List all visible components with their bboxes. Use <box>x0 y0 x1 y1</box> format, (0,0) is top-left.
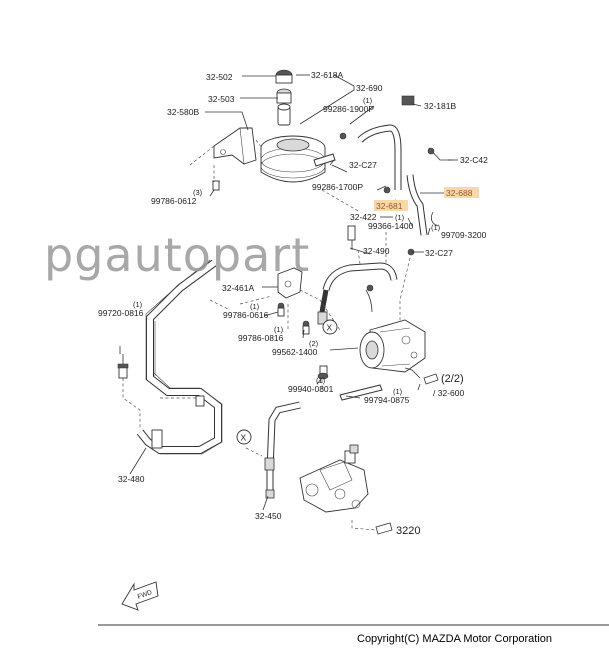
label-32-450[interactable]: 32-450 <box>255 511 282 521</box>
label-99562-1400[interactable]: 99562-1400 <box>272 347 318 357</box>
marker-x-lower: X <box>241 433 247 443</box>
part-labels: 32-502 32-618A 32-690 32-503 32-181B 32-… <box>98 70 488 537</box>
qty-99786-0612: (3) <box>193 188 203 197</box>
label-99366-1400[interactable]: 99366-1400 <box>368 221 414 231</box>
label-32-580B[interactable]: 32-580B <box>167 107 199 117</box>
label-99786-0816[interactable]: 99786-0816 <box>238 333 284 343</box>
label-32-C42[interactable]: 32-C42 <box>460 155 488 165</box>
label-32-502[interactable]: 32-502 <box>206 72 233 82</box>
fasteners <box>117 354 129 379</box>
label-32-C27-mid[interactable]: 32-C27 <box>425 248 453 258</box>
arrow-ref-icon <box>423 373 439 385</box>
qty-99709-3200: (1) <box>431 223 441 232</box>
watermark-text: pgautopart <box>44 228 310 282</box>
ref-3220[interactable]: 3220 <box>396 525 420 537</box>
label-99794-0875[interactable]: 99794-0875 <box>364 395 410 405</box>
label-32-480[interactable]: 32-480 <box>118 474 145 484</box>
label-32-618A[interactable]: 32-618A <box>311 70 343 80</box>
label-99286-1900[interactable]: 99286-1900P <box>323 104 374 114</box>
ref-32-600[interactable]: / 32-600 <box>433 388 464 398</box>
qty-99286-1900: (1) <box>363 96 373 105</box>
forward-arrow-icon <box>121 581 159 611</box>
label-32-690[interactable]: 32-690 <box>356 83 383 93</box>
ref-pump-2-2[interactable]: (2/2) / 32-600 <box>423 373 464 398</box>
label-99786-0616[interactable]: 99786-0616 <box>223 310 269 320</box>
qty-99562-1400: (2) <box>309 339 319 348</box>
fwd-label: FWD <box>137 589 154 601</box>
marker-x-circle-lower <box>236 429 252 445</box>
highlight-32-688 <box>444 187 479 198</box>
qty-99794-0875: (1) <box>393 387 403 396</box>
label-32-181B[interactable]: 32-181B <box>424 101 456 111</box>
reservoir-assembly <box>212 69 336 191</box>
label-32-688[interactable]: 32-688 <box>446 188 473 198</box>
label-32-461A[interactable]: 32-461A <box>222 283 254 293</box>
label-99720-0816[interactable]: 99720-0816 <box>98 308 144 318</box>
label-99786-0612[interactable]: 99786-0612 <box>151 196 197 206</box>
pressure-pipe-32-480 <box>136 259 223 455</box>
arrow-ref-icon <box>375 522 393 535</box>
qty-99366-1400: (1) <box>395 213 405 222</box>
return-hoses <box>337 95 452 256</box>
label-99940-0801[interactable]: 99940-0801 <box>288 384 334 394</box>
marker-x-circle-upper <box>322 319 338 335</box>
fwd-arrow: FWD <box>121 581 159 611</box>
label-99286-1700[interactable]: 99286-1700P <box>312 182 363 192</box>
qty-99786-0816: (1) <box>274 325 284 334</box>
qty-99786-0616: (1) <box>250 302 260 311</box>
label-99709-3200[interactable]: 99709-3200 <box>441 230 487 240</box>
highlight-32-681 <box>374 200 408 211</box>
qty-99720-0816: (1) <box>133 300 143 309</box>
pump-assembly <box>277 225 426 401</box>
ref-gear-3220[interactable]: 3220 <box>375 522 420 537</box>
label-32-490[interactable]: 32-490 <box>363 246 390 256</box>
leader-lines <box>119 74 458 531</box>
copyright-text: Copyright(C) MAZDA Motor Corporation <box>357 633 552 645</box>
label-32-681[interactable]: 32-681 <box>376 201 403 211</box>
label-32-422[interactable]: 32-422 <box>350 212 377 222</box>
label-32-503[interactable]: 32-503 <box>208 94 235 104</box>
steering-gear <box>299 444 369 513</box>
qty-99940-0801: (1) <box>316 376 326 385</box>
ref-2-2[interactable]: (2/2) <box>441 373 464 385</box>
label-32-C27-top[interactable]: 32-C27 <box>349 160 377 170</box>
hose-32-450 <box>264 401 301 499</box>
marker-x-upper: X <box>327 323 333 333</box>
